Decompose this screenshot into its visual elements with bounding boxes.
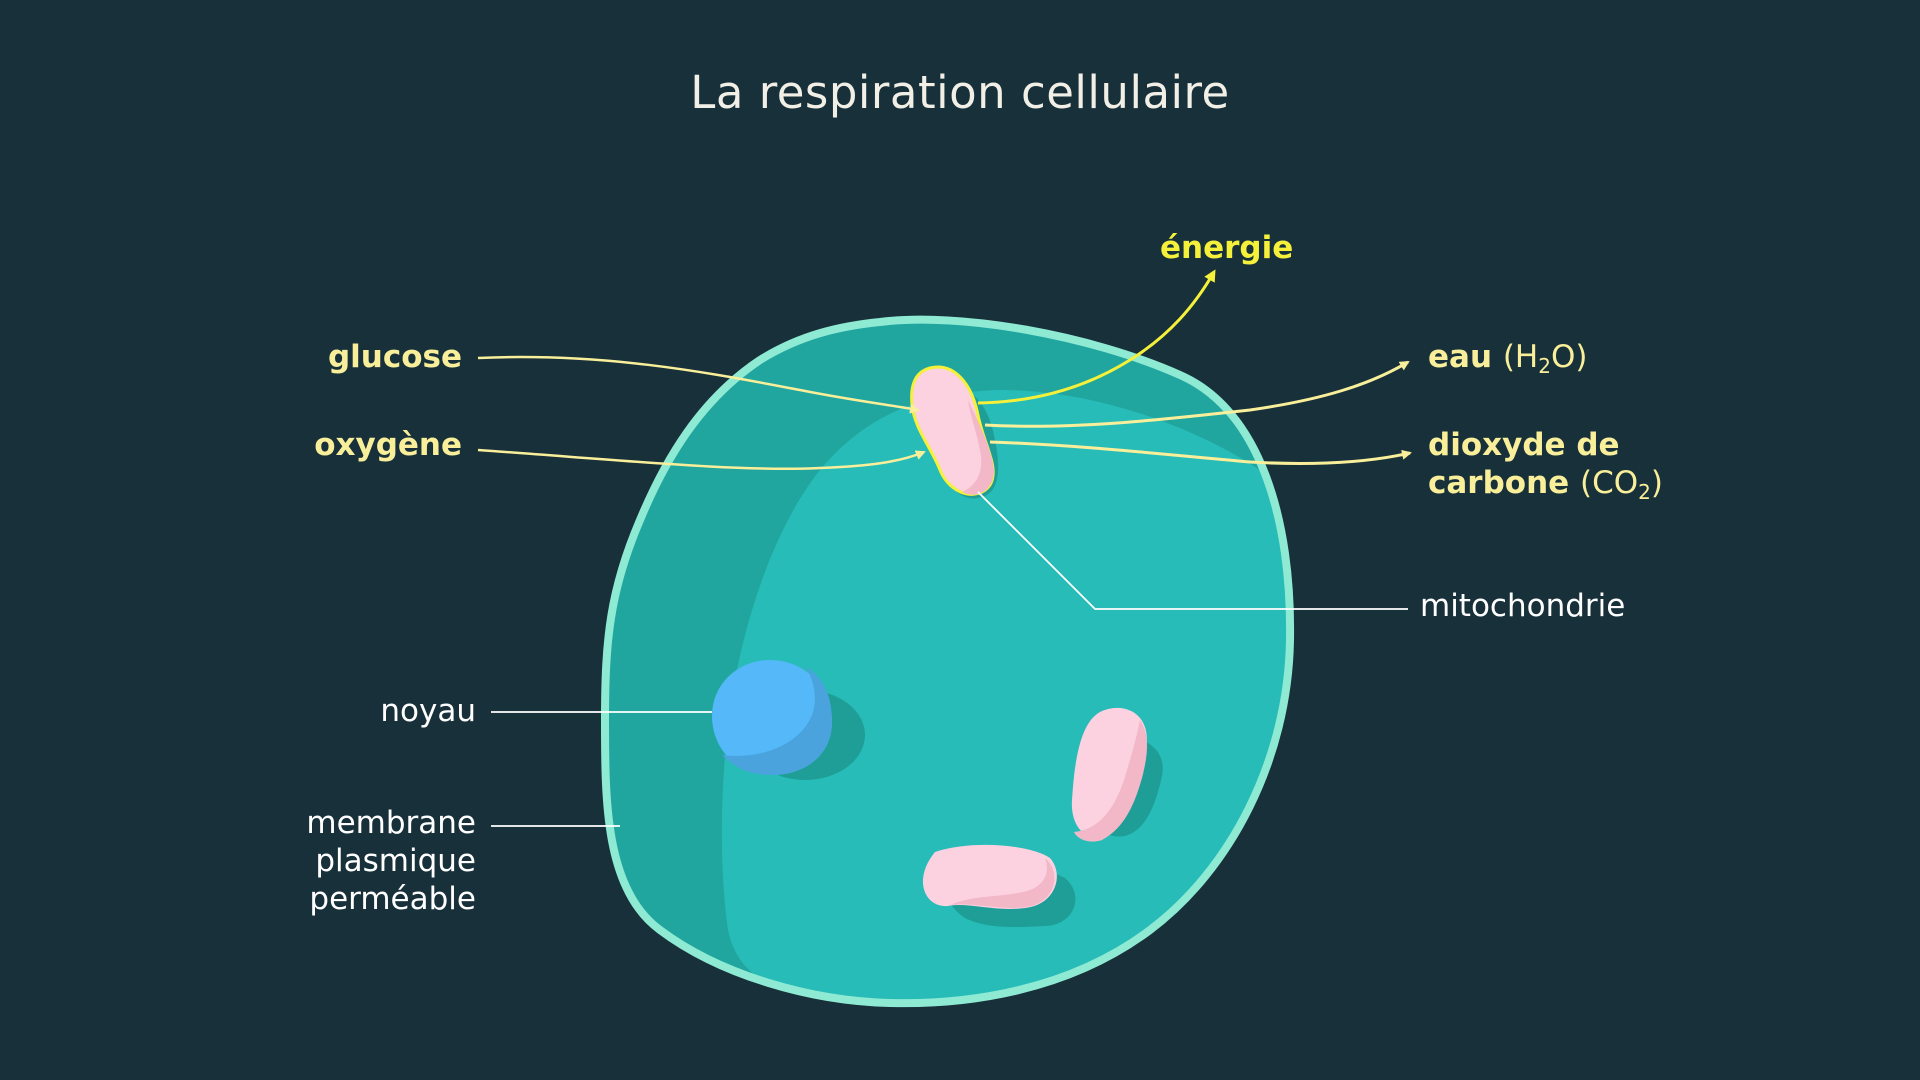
oxygen-label: oxygène [314, 427, 462, 463]
membrane-label-line3: perméable [309, 881, 476, 917]
nucleus-label: noyau [380, 693, 476, 729]
co2-name-line2: carbone (CO2) [1428, 465, 1663, 504]
water-formula: (H2O) [1502, 339, 1588, 378]
mitochondria-label: mitochondrie [1420, 588, 1626, 624]
water-arrow [984, 360, 1410, 428]
co2-arrow [989, 440, 1412, 466]
membrane-label-line1: membrane [306, 805, 476, 841]
nucleus-shade [722, 666, 832, 775]
plasma-membrane [600, 315, 1295, 1008]
energy-arrow [977, 269, 1216, 405]
cytoplasm-highlight [721, 390, 1291, 1004]
water-label: eau (H2O) [1428, 338, 1587, 376]
glucose-arrow [477, 355, 920, 414]
oxygen-arrow [477, 448, 926, 471]
co2-name-line1: dioxyde de [1428, 427, 1620, 463]
mitochondrion-shade [1074, 720, 1147, 842]
mitochondrion-shade [962, 400, 994, 495]
glucose-label: glucose [327, 339, 462, 375]
energy-label: énergie [1160, 230, 1294, 266]
page-title: La respiration cellulaire [690, 66, 1230, 119]
membrane-label-line2: plasmique [315, 843, 476, 879]
membrane-label: membrane plasmique perméable [260, 804, 476, 918]
co2-label: dioxyde de carbone (CO2) [1428, 426, 1663, 502]
co2-formula: (CO2) [1579, 465, 1663, 504]
water-name: eau [1428, 339, 1493, 375]
mitochondrion-shade [950, 858, 1055, 908]
mitochondria-leader [977, 491, 1408, 610]
